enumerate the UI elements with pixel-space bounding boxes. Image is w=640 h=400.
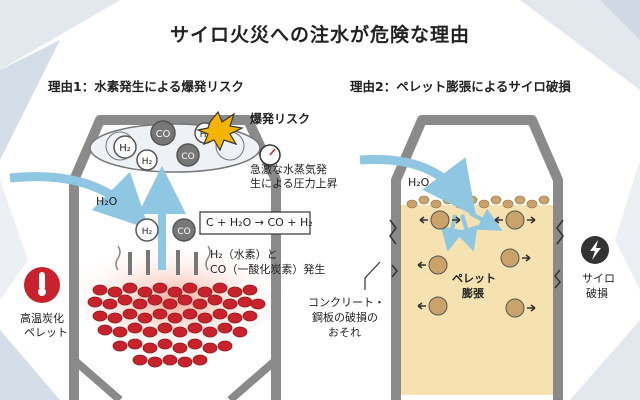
- concrete-label-3: おそれ: [328, 326, 361, 339]
- reaction-equation: C + H₂O → CO + H₂: [206, 216, 313, 229]
- pellet-label-2: ペレット: [24, 326, 68, 339]
- expansion-arrows: [417, 216, 536, 312]
- damage-label-1: サイロ: [582, 272, 615, 285]
- molecule-co-rising: CO: [172, 218, 196, 242]
- pressure-label-1: 急激な水蒸気発: [250, 163, 327, 176]
- svg-text:CO: CO: [177, 227, 190, 237]
- water-arrow-right: [359, 154, 477, 217]
- pressure-label-2: 生による圧力上昇: [250, 177, 338, 190]
- reaction-box: [199, 211, 311, 235]
- left-panel-heading: 理由1：水素発生による爆発リスク: [48, 79, 244, 94]
- damage-label-2: 破損: [586, 287, 608, 300]
- left-silo-diagram: H₂ H₂ CO CO H₂ H₂ CO: [9, 110, 311, 400]
- concrete-label-2: 鋼板の破損の: [312, 311, 378, 324]
- swollen-pellets: [428, 210, 525, 318]
- right-panel-heading: 理由2：ペレット膨張によるサイロ破損: [350, 79, 571, 94]
- heat-arrows: [128, 250, 198, 275]
- svg-text:CO: CO: [181, 152, 194, 162]
- damage-pointer-line: [364, 261, 381, 290]
- damage-lightning-icon: [581, 236, 609, 264]
- molecule-co-2: CO: [176, 143, 200, 167]
- swell-label-1: ペレット: [452, 272, 496, 285]
- explosion-risk-label: 爆発リスク: [250, 112, 311, 126]
- pressure-gauge-icon: [259, 144, 281, 166]
- svg-text:CO: CO: [156, 129, 171, 140]
- thermometer-icon: [24, 267, 60, 303]
- pellet-label-1: 高温炭化: [20, 312, 64, 325]
- right-silo-wall: [391, 115, 563, 400]
- right-silo-diagram: [359, 115, 609, 400]
- molecule-h2-2: H₂: [136, 149, 158, 171]
- concrete-label-1: コンクリート・: [308, 296, 385, 309]
- swollen-pellet-fill: [400, 205, 556, 395]
- svg-text:H₂: H₂: [142, 157, 153, 167]
- svg-text:H₂: H₂: [142, 227, 153, 237]
- molecule-h2-1: H₂: [113, 135, 137, 159]
- water-spread-arrows: [440, 208, 503, 252]
- gas-label-1: H₂（水素）と: [210, 248, 278, 261]
- explosion-icon: [195, 110, 244, 152]
- hot-pellets: [87, 282, 266, 368]
- water-label-left: H₂O: [96, 195, 118, 208]
- steam-lines: [115, 245, 211, 271]
- water-arrow-left: [9, 171, 150, 230]
- molecule-h2-rising: H₂: [135, 218, 159, 242]
- page-title: サイロ火災への注水が危険な理由: [169, 24, 470, 46]
- gas-label-2: CO（一酸化炭素）発生: [210, 263, 326, 276]
- water-label-right: H₂O: [408, 176, 430, 189]
- molecule-co-1: CO: [150, 120, 176, 146]
- svg-text:H₂: H₂: [200, 130, 211, 140]
- wall-cracks: [389, 219, 564, 289]
- svg-text:H₂: H₂: [119, 143, 131, 154]
- swell-label-2: 膨張: [462, 287, 484, 300]
